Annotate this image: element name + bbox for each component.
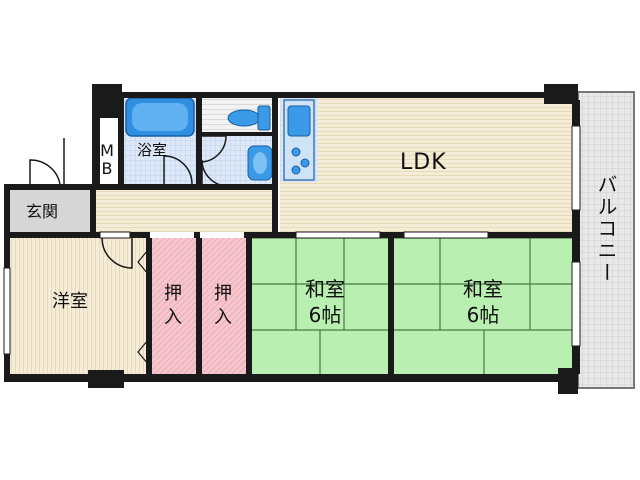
ldk-floor bbox=[280, 96, 576, 236]
closet-2-label: 押 入 bbox=[210, 282, 236, 331]
door-swings bbox=[29, 135, 229, 269]
western-room-label: 洋室 bbox=[52, 291, 88, 312]
tatami-room-1-label-line2: 6帖 bbox=[308, 303, 342, 327]
mb-label: M B bbox=[98, 141, 116, 179]
mb-label-line2: B bbox=[101, 159, 113, 179]
tatami-room-1-label-line1: 和室 bbox=[305, 277, 345, 301]
toilet-tank bbox=[257, 105, 271, 131]
tatami-room-2-label-line2: 6帖 bbox=[466, 303, 500, 327]
hall-floor bbox=[96, 188, 278, 234]
bath-label: 浴室 bbox=[137, 141, 168, 159]
closet-1-label: 押 入 bbox=[160, 282, 186, 331]
tatami-room-2-label-line1: 和室 bbox=[463, 277, 503, 301]
western-floor bbox=[8, 238, 148, 378]
balcony-label: バルコニー bbox=[594, 174, 618, 284]
ldk-label: LDK bbox=[400, 150, 447, 175]
kitchen-sink bbox=[287, 105, 311, 137]
closet-2-label-line2: 入 bbox=[214, 307, 232, 329]
entrance-floor bbox=[8, 188, 94, 236]
closet-2-label-line1: 押 bbox=[214, 283, 232, 304]
tatami-room-2 bbox=[391, 237, 577, 377]
bathtub-inner bbox=[132, 103, 188, 131]
closet-1-label-line1: 押 bbox=[164, 283, 182, 304]
balcony-area bbox=[577, 91, 635, 389]
toilet-bowl bbox=[227, 109, 261, 127]
mb-label-line1: M bbox=[100, 141, 114, 160]
closet-2 bbox=[200, 238, 248, 376]
closet-1-label-line2: 入 bbox=[164, 307, 182, 329]
closet-1 bbox=[150, 238, 198, 376]
entrance-label: 玄関 bbox=[26, 202, 59, 221]
tatami-room-1-label: 和室 6帖 bbox=[290, 276, 360, 328]
tatami-room-2-label: 和室 6帖 bbox=[448, 276, 518, 328]
